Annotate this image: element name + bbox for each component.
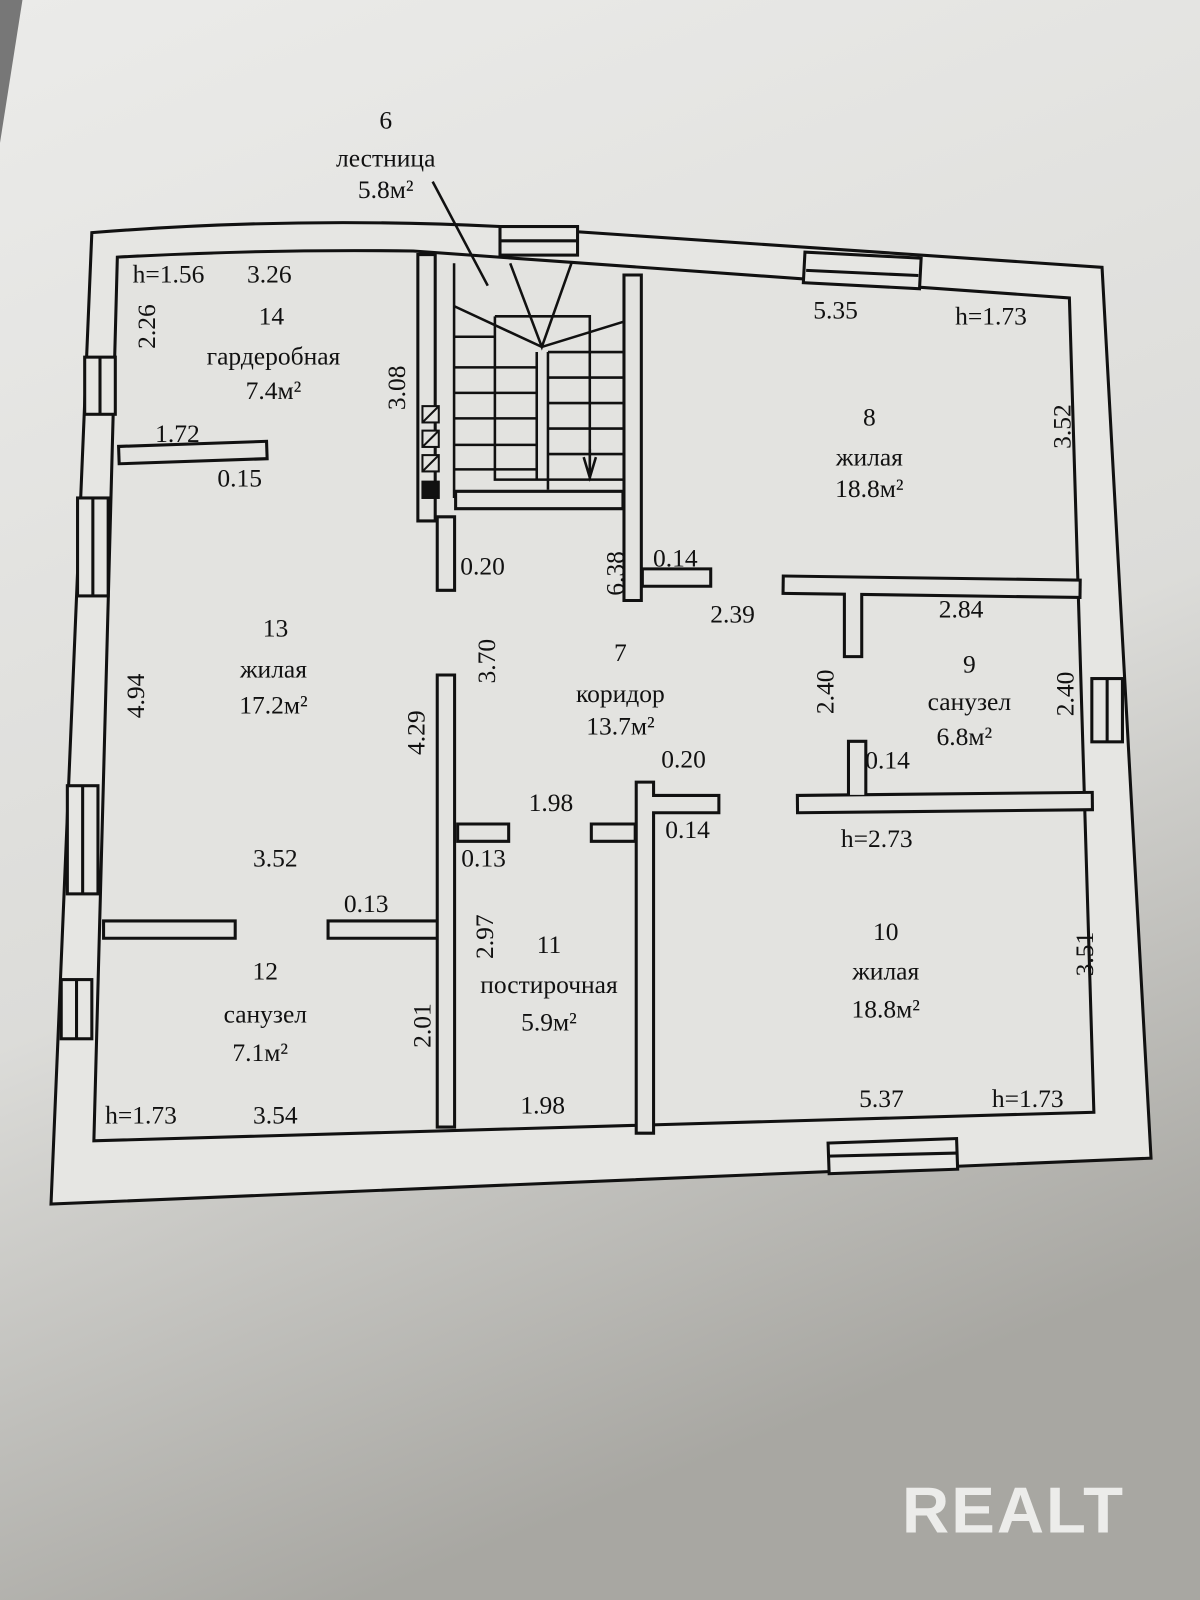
dimension-label: h=1.56	[133, 260, 205, 289]
dimension-label: 1.98	[520, 1090, 565, 1119]
dimension-label: 5.37	[859, 1084, 904, 1113]
staircase	[431, 181, 625, 498]
room-area: 6.8м²	[936, 722, 992, 751]
room-number: 6	[379, 106, 392, 135]
room-name: жилая	[851, 957, 919, 986]
dimension-label: h=1.73	[105, 1100, 177, 1129]
room-number: 12	[253, 957, 279, 986]
room-7-label: 7 коридор 13.7м²	[576, 638, 665, 740]
dimension-label: 0.14	[665, 815, 710, 844]
room-area: 17.2м²	[239, 690, 308, 719]
room-12-label: 12 санузел 7.1м²	[224, 957, 308, 1068]
dimension-label: 0.15	[217, 464, 262, 493]
dimension-label: 0.20	[460, 551, 505, 580]
room-number: 7	[614, 638, 627, 667]
dimension-label: 0.20	[661, 744, 706, 773]
room-name: жилая	[239, 655, 307, 684]
dimension-label: 5.35	[813, 295, 858, 324]
room-area: 13.7м²	[586, 712, 655, 741]
room-name: коридор	[576, 679, 665, 708]
room-number: 11	[537, 930, 562, 959]
exterior-walls	[49, 221, 1153, 1206]
dimension-label: 3.51	[1070, 932, 1099, 977]
room-area: 7.1м²	[232, 1038, 288, 1067]
dimension-label: 3.70	[472, 639, 501, 684]
room-area: 18.8м²	[852, 994, 921, 1023]
room-area: 5.9м²	[521, 1008, 577, 1037]
room-11-label: 11 постирочная 5.9м²	[480, 930, 618, 1037]
room-number: 9	[963, 649, 976, 678]
room-name: постирочная	[480, 970, 618, 999]
dimension-label: 3.52	[253, 843, 298, 872]
dimension-label: 2.97	[470, 914, 499, 959]
room-number: 14	[259, 301, 285, 330]
room-10-label: 10 жилая 18.8м²	[851, 917, 920, 1024]
room-area: 5.8м²	[358, 175, 414, 204]
interior-walls	[102, 253, 1094, 1135]
dimension-label: 2.01	[408, 1003, 437, 1048]
room-name: жилая	[835, 442, 903, 471]
room-number: 8	[863, 403, 876, 432]
room-name: санузел	[928, 687, 1012, 716]
room-9-label: 9 санузел 6.8м²	[928, 649, 1012, 750]
room-name: лестница	[336, 143, 435, 172]
room-name: санузел	[224, 999, 308, 1028]
dimension-label: 2.84	[939, 594, 984, 623]
dimension-label: 4.29	[401, 710, 430, 755]
room-6-label: 6 лестница 5.8м²	[336, 106, 435, 204]
dimension-label: 2.39	[710, 599, 755, 628]
dimension-label: 3.52	[1047, 404, 1076, 449]
dimension-label: 4.94	[121, 673, 150, 718]
page-edge-shadow	[0, 0, 23, 143]
dimension-label: 3.08	[382, 365, 411, 410]
dimension-label: 1.98	[529, 788, 574, 817]
dimension-label: 0.14	[653, 543, 698, 572]
room-area: 7.4м²	[246, 376, 302, 405]
dimension-label: 1.72	[155, 419, 200, 448]
room-name: гардеробная	[207, 341, 341, 370]
dimensions: h=1.56 3.26 2.26 1.72 0.15 3.08 0.20 6.3…	[105, 260, 1099, 1130]
room-13-label: 13 жилая 17.2м²	[239, 614, 308, 720]
realt-watermark: REALT	[902, 1474, 1125, 1547]
ventilation-ducts	[421, 405, 440, 499]
room-area: 18.8м²	[835, 474, 904, 503]
room-number: 10	[873, 917, 899, 946]
dimension-label: 0.14	[865, 745, 910, 774]
dimension-label: 2.40	[811, 670, 840, 715]
dimension-label: 0.13	[344, 889, 389, 918]
dimension-label: 6.38	[600, 551, 629, 596]
dimension-label: h=1.73	[992, 1084, 1064, 1113]
room-number: 13	[263, 614, 288, 643]
dimension-label: 3.26	[247, 260, 292, 289]
dimension-label: 0.13	[461, 843, 506, 872]
dimension-label: 3.54	[253, 1100, 298, 1129]
dimension-label: 2.26	[132, 304, 161, 349]
dimension-label: h=2.73	[841, 824, 913, 853]
room-8-label: 8 жилая 18.8м²	[835, 403, 904, 503]
leader-line	[431, 181, 489, 287]
dimension-label: h=1.73	[955, 301, 1027, 330]
room-14-label: 14 гардеробная 7.4м²	[207, 301, 341, 404]
dimension-label: 2.40	[1050, 672, 1079, 717]
windows	[59, 225, 1124, 1176]
